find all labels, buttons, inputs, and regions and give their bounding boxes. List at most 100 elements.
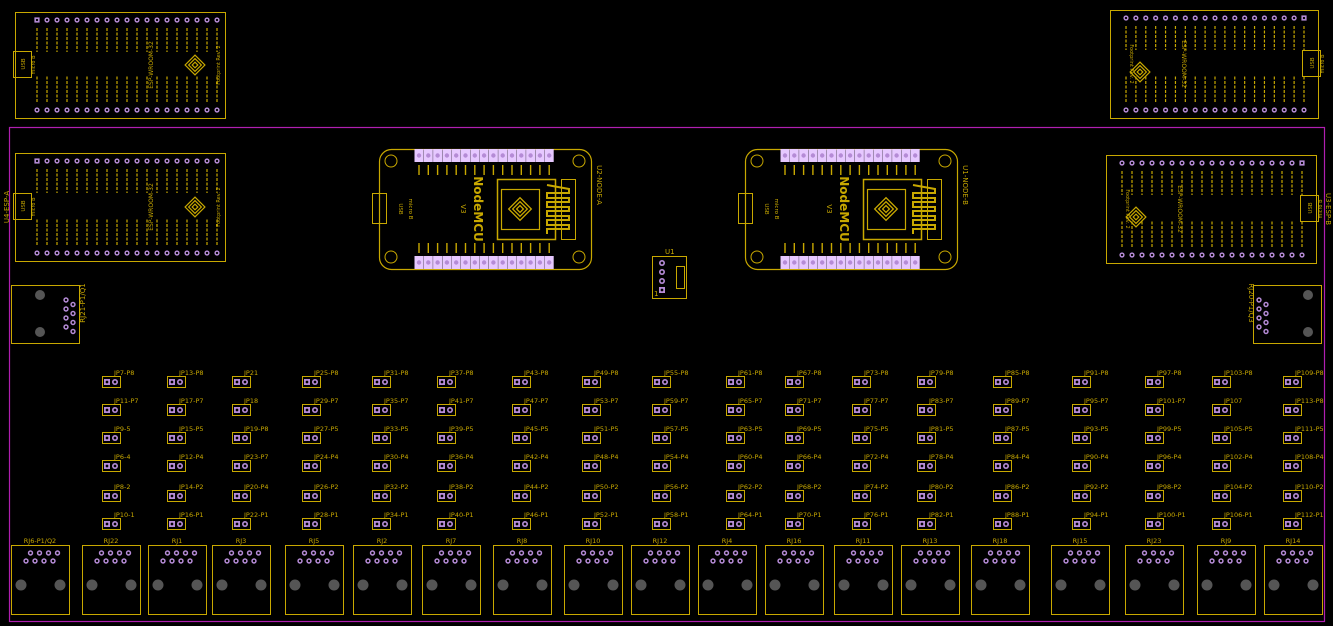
pad — [1082, 521, 1088, 527]
pad — [1303, 558, 1309, 564]
espressif-logo-icon — [184, 54, 206, 76]
pad-hole — [515, 408, 519, 412]
jumper: JP6-4 — [102, 453, 130, 472]
mount-hole — [607, 579, 619, 591]
pad-hole — [24, 559, 28, 563]
pad-hole — [920, 408, 924, 412]
pad — [995, 463, 1001, 469]
pad — [439, 463, 445, 469]
pad-hole — [145, 18, 149, 22]
jumper-label: JP74-P2 — [863, 483, 889, 491]
pad-hole — [511, 551, 514, 555]
pad — [104, 435, 110, 441]
pad-hole — [737, 522, 741, 526]
pad — [1119, 252, 1125, 258]
pad — [983, 558, 989, 564]
jumper: JP38-P2 — [437, 483, 474, 502]
jumper: JP93-P5 — [1072, 425, 1109, 444]
espressif-logo-icon — [507, 196, 533, 222]
jumper-outline — [372, 376, 391, 388]
pad — [74, 250, 80, 256]
pad — [1213, 550, 1220, 556]
pad — [1212, 107, 1218, 113]
pad-hole — [303, 551, 306, 555]
pad — [447, 550, 454, 556]
jumper-outline — [652, 376, 671, 388]
jumper-outline — [372, 490, 391, 502]
pad — [808, 550, 815, 556]
jumper-label: JP64-P1 — [737, 511, 763, 519]
jumper: JP97-P8 — [1145, 369, 1182, 388]
pad-hole — [1257, 325, 1261, 329]
pad-hole — [1286, 494, 1290, 498]
pad — [1271, 15, 1277, 21]
pad-hole — [1203, 16, 1207, 20]
jumper-label: JP65-P7 — [737, 397, 763, 405]
pad-hole — [1215, 522, 1219, 526]
logo-ring — [1129, 61, 1151, 83]
pad-hole — [135, 251, 139, 255]
pad-hole — [801, 551, 804, 555]
pad-hole — [105, 380, 109, 384]
jumper-label: JP37-P8 — [448, 369, 474, 377]
pad-hole — [796, 464, 800, 468]
pad-hole — [941, 559, 945, 563]
pad-hole — [440, 408, 444, 412]
pad-hole — [595, 559, 599, 563]
pad — [1149, 160, 1155, 166]
pad — [1293, 521, 1299, 527]
jumper-label: JP41-P7 — [448, 397, 474, 405]
pad — [107, 550, 114, 556]
pad-hole — [1160, 253, 1164, 257]
pad-hole — [655, 464, 659, 468]
jumper: JP56-P2 — [652, 483, 689, 502]
jumper: JP84-P4 — [993, 453, 1030, 472]
jack-outline — [422, 545, 481, 615]
jumper-outline — [437, 404, 456, 416]
jumper: JP100-P1 — [1145, 511, 1186, 530]
pad-hole — [720, 559, 724, 563]
pad — [204, 158, 210, 164]
pad-hole — [1120, 253, 1124, 257]
pad-hole — [105, 464, 109, 468]
pad-hole — [1156, 380, 1160, 384]
jumper-outline — [372, 460, 391, 472]
header-pin-hole — [913, 153, 918, 158]
pad — [864, 558, 870, 564]
jumper-label: JP113-P8 — [1294, 397, 1324, 405]
jack-outline — [1253, 285, 1322, 344]
jumper-outline — [102, 490, 121, 502]
pad — [665, 550, 672, 556]
pad — [1291, 15, 1297, 21]
mount-hole — [877, 579, 889, 591]
jumper-label: JP81-P5 — [928, 425, 954, 433]
pad-hole — [586, 559, 590, 563]
pad — [144, 17, 150, 23]
footprint-label: Footprint Rev. 2 — [216, 45, 222, 84]
header-pin-hole — [472, 153, 477, 158]
pad-hole — [145, 159, 149, 163]
pad — [1271, 107, 1277, 113]
pad-hole — [729, 408, 733, 412]
pad — [154, 107, 160, 113]
jumper-outline — [437, 518, 456, 530]
pad-hole — [85, 251, 89, 255]
pad — [1285, 379, 1291, 385]
pad-hole — [170, 408, 174, 412]
jumper-label: JP91-P8 — [1083, 369, 1109, 377]
mount-hole — [975, 579, 987, 591]
pad — [781, 550, 788, 556]
pad-hole — [1263, 16, 1266, 20]
pad-hole — [1257, 298, 1261, 302]
pad — [854, 435, 860, 441]
mount-hole — [1129, 579, 1141, 591]
pad — [598, 550, 605, 556]
pad-hole — [1213, 16, 1217, 20]
jumper-outline — [512, 404, 531, 416]
header-pin-hole — [782, 153, 788, 158]
header-pin-hole — [500, 153, 505, 158]
jumper-outline — [917, 432, 936, 444]
pad-hole — [585, 380, 589, 384]
pad-hole — [178, 408, 182, 412]
header-pin-hole — [426, 153, 431, 158]
